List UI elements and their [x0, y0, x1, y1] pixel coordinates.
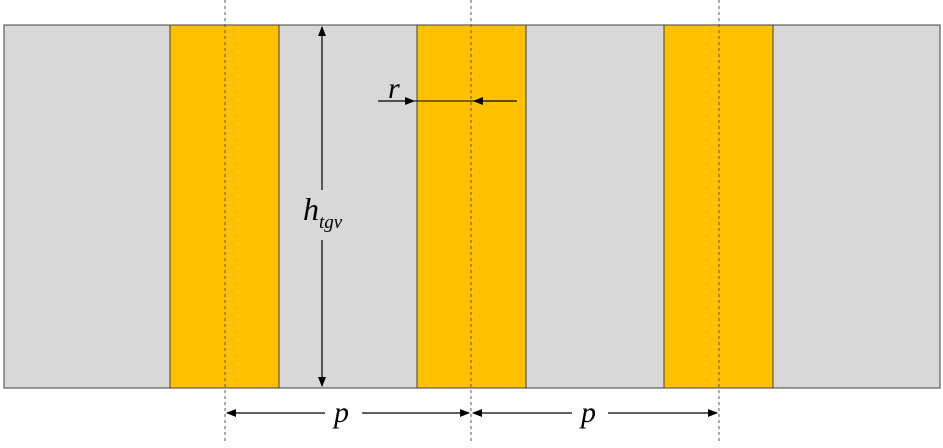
height-label: htgv — [303, 191, 343, 233]
pitch-right-label: p — [579, 396, 596, 429]
pitch-left-label: p — [332, 396, 349, 429]
height-label-subscript: tgv — [319, 212, 343, 233]
height-label-main: h — [303, 191, 319, 227]
radius-label: r — [388, 72, 400, 105]
